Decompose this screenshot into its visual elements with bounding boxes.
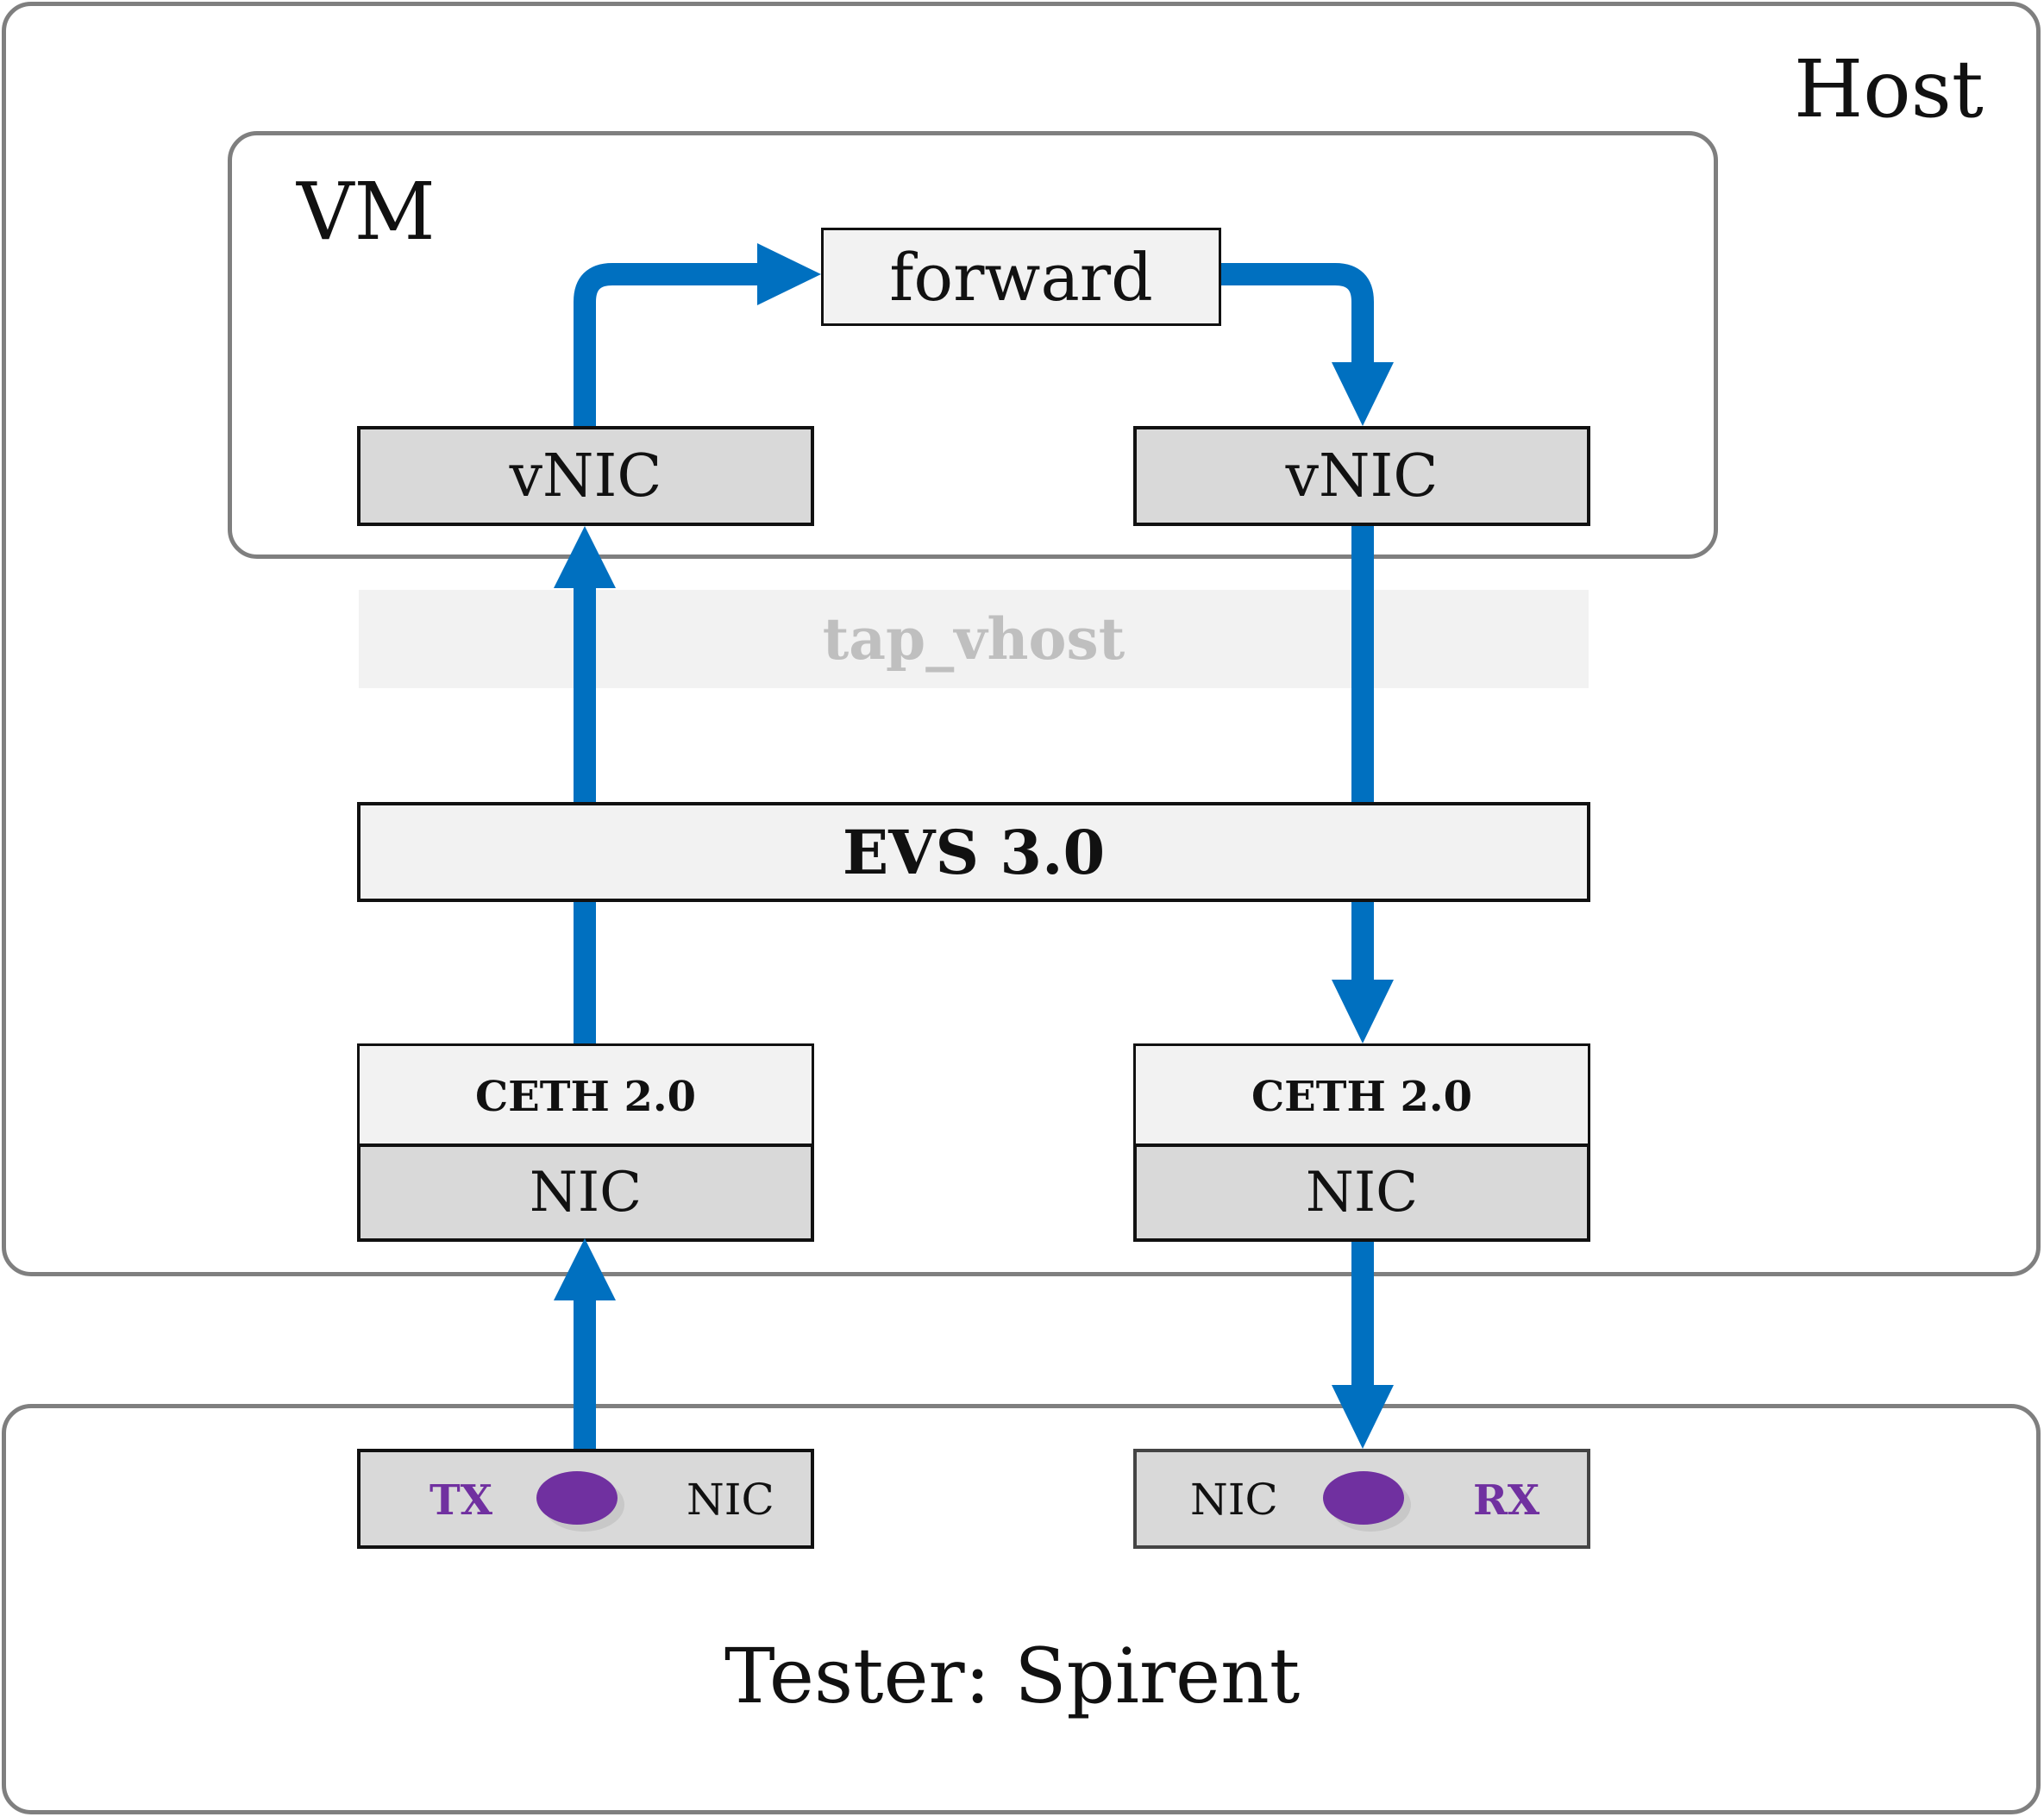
- host-nic-right-label: NIC: [1305, 1161, 1419, 1225]
- vnic-left-label: vNIC: [509, 442, 662, 511]
- ceth-right: CETH 2.0: [1133, 1043, 1590, 1147]
- rx-label: RX: [1473, 1476, 1540, 1525]
- vm-label: VM: [297, 166, 436, 258]
- arrowhead-to-forward: [757, 243, 821, 305]
- arrowhead-evs-to-vnic-left: [554, 526, 616, 588]
- ceth-left-label: CETH 2.0: [474, 1072, 697, 1121]
- tester-rx-port: NIC RX: [1133, 1449, 1590, 1549]
- ceth-right-label: CETH 2.0: [1251, 1072, 1473, 1121]
- arrowhead-to-ceth-right: [1332, 980, 1394, 1043]
- vnic-left: vNIC: [357, 426, 814, 526]
- tx-port-indicator: [536, 1471, 618, 1525]
- host-label: Host: [1794, 43, 1984, 135]
- forward-box: forward: [821, 228, 1221, 326]
- host-nic-left-label: NIC: [529, 1161, 643, 1225]
- tap-vhost-label: tap_vhost: [822, 605, 1125, 673]
- host-nic-right: NIC: [1133, 1143, 1590, 1242]
- vnic-right-label: vNIC: [1285, 442, 1439, 511]
- arrowhead-to-rx: [1332, 1385, 1394, 1449]
- arrowhead-to-vnic-right: [1332, 362, 1394, 426]
- arrow-forward-to-vnic-right: [1221, 263, 1374, 366]
- tester-tx-port: TX NIC: [357, 1449, 814, 1549]
- arrowhead-tx-to-nic: [554, 1238, 616, 1300]
- ceth-left: CETH 2.0: [357, 1043, 814, 1147]
- rx-port-nic-label: NIC: [1190, 1475, 1278, 1525]
- evs-label: EVS 3.0: [842, 816, 1106, 888]
- rx-port-indicator: [1323, 1471, 1404, 1525]
- vnic-right: vNIC: [1133, 426, 1590, 526]
- tx-port-nic-label: NIC: [687, 1475, 774, 1525]
- tester-frame: [2, 1404, 2041, 1814]
- forward-label: forward: [889, 238, 1153, 316]
- tester-label: Tester: Spirent: [724, 1632, 1301, 1720]
- evs-box: EVS 3.0: [357, 802, 1590, 902]
- tap-vhost-band: tap_vhost: [359, 590, 1589, 688]
- arrow-vnic-to-forward: [574, 263, 759, 426]
- tx-label: TX: [429, 1476, 492, 1525]
